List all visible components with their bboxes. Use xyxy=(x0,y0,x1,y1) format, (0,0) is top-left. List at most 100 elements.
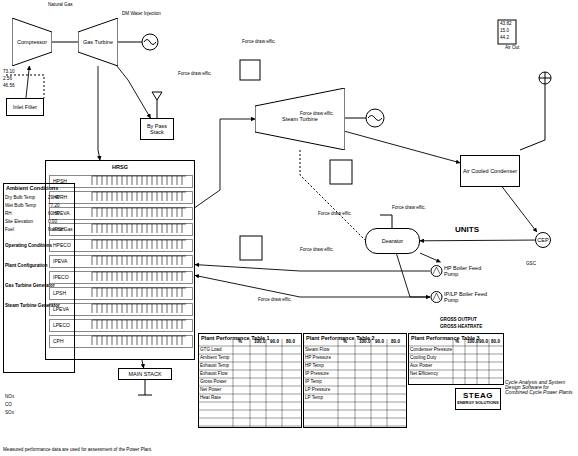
plain-label: 73.10 xyxy=(3,70,15,75)
plain-label: GROSS OUTPUT xyxy=(440,318,477,323)
flow-line xyxy=(502,187,537,232)
table-rule xyxy=(408,362,504,363)
plain-label: 77.20 xyxy=(48,204,60,209)
hrsg-section: LPECO xyxy=(49,319,193,332)
flow-line xyxy=(420,253,440,262)
value-box xyxy=(330,160,352,184)
company-logo: STEAGENERGY SOLUTIONS xyxy=(455,388,501,410)
plain-label: IP Temp xyxy=(305,380,322,385)
plain-label: 80.0 xyxy=(491,340,500,345)
node-text: LPECO xyxy=(53,323,70,329)
plain-label: Air Out xyxy=(505,46,519,51)
table-rule xyxy=(266,339,267,428)
plain-label: GTG Load xyxy=(200,348,221,353)
plain-label: GROSS HEATRATE xyxy=(440,325,482,330)
hrsg-casing: HRSGHPSHHPRHHPEVAIPSHHPECOIPEVAIPECOLPSH… xyxy=(45,160,195,360)
plain-label: LP Temp xyxy=(305,396,323,401)
pipe xyxy=(520,84,545,150)
plain-label: 80.0 xyxy=(286,340,295,345)
generator-symbol xyxy=(144,40,156,45)
shape-outline xyxy=(78,18,118,66)
input-table: Ambient Conditions xyxy=(3,183,75,373)
table-rule xyxy=(465,339,466,385)
flow-line xyxy=(195,275,430,297)
plain-label: 46.56 xyxy=(3,84,15,89)
pump-symbol xyxy=(431,292,442,303)
flow-line xyxy=(117,66,151,118)
plain-label: Aux Power xyxy=(410,364,432,369)
deaerator: Dearator xyxy=(365,228,420,254)
plain-label: Force draw effic. xyxy=(242,40,276,45)
table-rule xyxy=(303,418,407,419)
node-text: Inlet Filter xyxy=(13,104,37,110)
plain-label: 90.0 xyxy=(270,340,279,345)
table-rule xyxy=(198,426,302,427)
plain-label: Force draw effic. xyxy=(300,248,334,253)
plain-label: Operating Conditions xyxy=(5,244,52,249)
table-rule xyxy=(303,362,407,363)
table-rule xyxy=(303,386,407,387)
plain-label: Force draw effic. xyxy=(392,206,426,211)
pipe xyxy=(380,215,392,228)
plain-label: % xyxy=(238,340,242,345)
value-box xyxy=(498,20,516,44)
fan-symbol xyxy=(539,72,551,84)
hrsg-section: IPEVA xyxy=(49,255,193,268)
hrsg-section: LPEVA xyxy=(49,303,193,316)
table-rule xyxy=(198,394,302,395)
generator-symbol xyxy=(366,109,384,127)
plain-label: HP Pressure xyxy=(305,356,331,361)
flow-line xyxy=(142,360,144,368)
flow-line xyxy=(195,119,255,208)
plain-label: Natural Gas xyxy=(48,228,73,233)
node-text: HRSG xyxy=(112,164,128,170)
node-text: ENERGY SOLUTIONS xyxy=(457,401,498,405)
plain-label: GSC xyxy=(526,262,536,267)
hrsg-section: LPSH xyxy=(49,287,193,300)
node-text: STEAG xyxy=(463,392,493,401)
table-rule xyxy=(355,339,356,428)
table-rule xyxy=(303,370,407,371)
table-rule xyxy=(250,339,251,428)
generator-symbol xyxy=(368,116,382,121)
plain-label: RH xyxy=(5,212,12,217)
plain-label: Force draw effic. xyxy=(300,112,334,117)
table-rule xyxy=(371,339,372,428)
pump-symbol xyxy=(433,267,440,274)
plain-label: 43.82 xyxy=(500,22,512,27)
pump-symbol xyxy=(430,288,443,306)
plain-label: UNITS xyxy=(455,226,479,234)
plain-label: Cycle Analysis and System Design Softwar… xyxy=(505,380,573,395)
flow-line xyxy=(420,240,535,242)
stack-symbol xyxy=(152,92,162,118)
table-rule xyxy=(198,410,302,411)
value-box xyxy=(240,236,262,260)
node-text: Air Cooled Condenser xyxy=(463,168,517,174)
shaft xyxy=(118,42,142,43)
generator-symbol xyxy=(142,34,158,50)
plain-label: Force draw effic. xyxy=(178,72,212,77)
plain-label: Steam Flow xyxy=(305,348,329,353)
node-text: Compressor xyxy=(17,39,47,45)
stack-outlet xyxy=(138,380,152,395)
inlet-filter: Inlet Filter xyxy=(6,98,44,116)
flow-line xyxy=(26,66,29,98)
flow-line xyxy=(98,66,100,160)
hrsg-section: IPECO xyxy=(49,271,193,284)
plain-label: IP Pressure xyxy=(305,372,329,377)
plain-label: Natural Gas xyxy=(48,3,73,8)
plain-label: Ambient Temp xyxy=(200,356,229,361)
plain-label: CO xyxy=(5,403,12,408)
node-text: By Pass Stack xyxy=(141,123,173,135)
table-rule xyxy=(198,370,302,371)
condensate-pump: CEP xyxy=(535,232,551,248)
condenser: Air Cooled Condenser xyxy=(460,155,520,187)
plain-label: Site Elevation xyxy=(5,220,33,225)
plain-label: 90.0 xyxy=(375,340,384,345)
plain-label: 100.0 xyxy=(467,340,479,345)
plain-label: Fuel xyxy=(5,228,14,233)
node-text: LPSH xyxy=(53,291,66,297)
plain-label: 15.0 xyxy=(500,29,509,34)
plain-label: Exhaust Temp xyxy=(200,364,229,369)
plain-label: DM Water Injection xyxy=(122,12,161,17)
